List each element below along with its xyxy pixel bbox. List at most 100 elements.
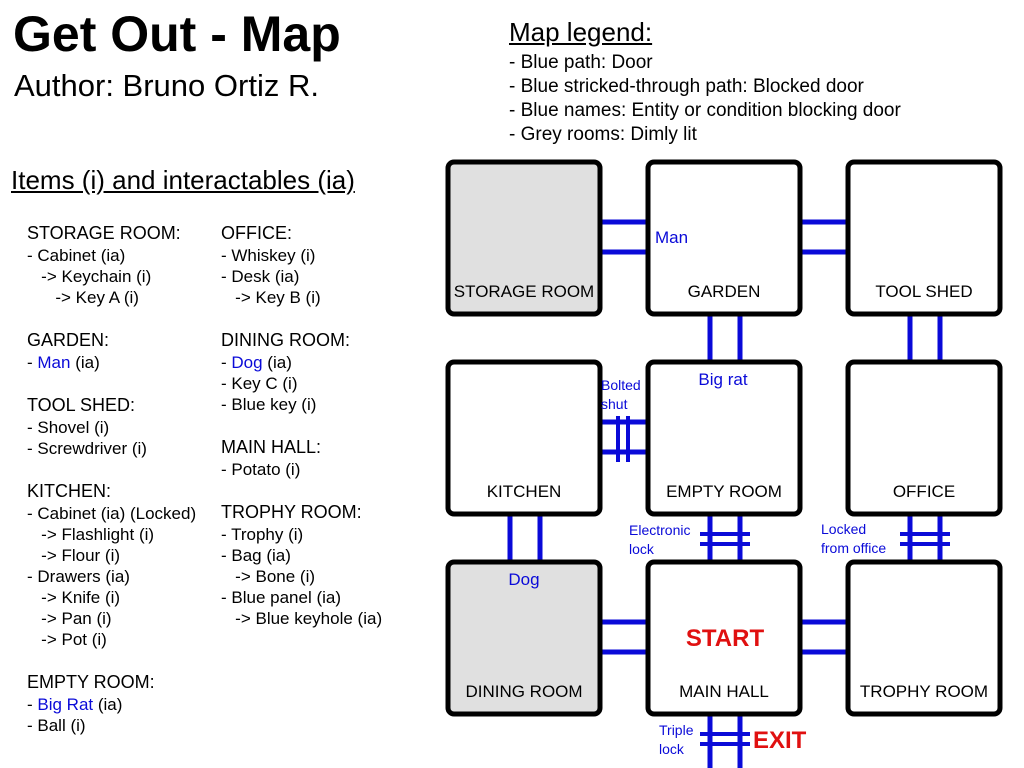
room-tool-shed [845,159,1003,317]
item-line: - Ball (i) [27,715,227,736]
item-text: -> Flashlight (i) [27,525,155,544]
item-text: - Potato (i) [221,460,301,479]
item-line: -> Flour (i) [27,545,227,566]
legend-item-blue-names: - Blue names: Entity or condition blocki… [509,100,901,121]
item-line: -> Keychain (i) [27,266,227,287]
item-line: - Key C (i) [221,373,421,394]
items-section: EMPTY ROOM:- Big Rat (ia)- Ball (i) [27,670,227,736]
section-heading: EMPTY ROOM: [27,672,155,692]
room-label-office: OFFICE [893,482,955,501]
item-text: - Whiskey (i) [221,246,316,265]
room-label-tool-shed: TOOL SHED [875,282,972,301]
room-label-dining-room: DINING ROOM [465,682,582,701]
item-text: - Drawers (ia) [27,567,130,586]
room-label-main-hall: MAIN HALL [679,682,769,701]
room-office [845,359,1003,517]
section-heading: MAIN HALL: [221,437,322,457]
item-line: -> Pan (i) [27,608,227,629]
room-storage-room [445,159,603,317]
item-text: - Screwdriver (i) [27,439,147,458]
note-electronic: Electronic [629,522,690,538]
room-label-storage-room: STORAGE ROOM [454,282,594,301]
item-text: - Trophy (i) [221,525,304,544]
item-text: - Ball (i) [27,716,86,735]
note-shut: shut [601,396,628,412]
item-line: - Screwdriver (i) [27,438,227,459]
item-text: - Cabinet (ia) (Locked) [27,504,197,523]
item-line: - Whiskey (i) [221,245,421,266]
room-label-garden: GARDEN [688,282,761,301]
item-line: -> Bone (i) [221,566,421,587]
item-line: - Bag (ia) [221,545,421,566]
item-text: -> Pan (i) [27,609,112,628]
room-empty-room [645,359,803,517]
items-section: GARDEN:- Man (ia) [27,328,227,373]
room-garden [645,159,803,317]
room-dining-room [445,559,603,717]
items-section: DINING ROOM:- Dog (ia)- Key C (i)- Blue … [221,328,421,415]
author-line: Author: Bruno Ortiz R. [14,68,319,103]
note-triple: Triple [659,722,694,738]
items-section: TROPHY ROOM: - Trophy (i) - Bag (ia) -> Bo… [221,500,421,629]
section-heading: TOOL SHED: [27,395,136,415]
item-text: - Bag (ia) [221,546,291,565]
item-text: - Desk (ia) [221,267,300,286]
page-title: Get Out - Map [13,6,341,62]
item-line: -> Key B (i) [221,287,421,308]
section-heading: KITCHEN: [27,481,112,501]
items-section: OFFICE: - Whiskey (i) - Desk (ia) -> Key B… [221,221,421,308]
item-line: -> Pot (i) [27,629,227,650]
room-main-hall [645,559,803,717]
item-line: - Cabinet (ia) (Locked) [27,503,227,524]
items-section: STORAGE ROOM:- Cabinet (ia) -> Keychain … [27,221,227,308]
items-section: KITCHEN: - Cabinet (ia) (Locked) -> Flash… [27,479,227,650]
item-text: -> Bone (i) [221,567,316,586]
legend-list: - Blue path: Door - Blue stricked-throug… [509,51,901,147]
item-line: - Big Rat (ia) [27,694,227,715]
item-line: - Man (ia) [27,352,227,373]
item-text: -> Flour (i) [27,546,121,565]
section-heading: GARDEN: [27,330,110,350]
item-text: -> Key A (i) [27,288,139,307]
legend-item-blocked-door: - Blue stricked-through path: Blocked do… [509,76,864,97]
legend-title: Map legend: [509,17,653,47]
note-bolted: Bolted [601,377,641,393]
item-text: -> Blue keyhole (ia) [221,609,383,628]
section-heading: OFFICE: [221,223,292,243]
item-text-suffix: (ia) [262,353,292,372]
item-line: - Potato (i) [221,459,421,480]
item-text-suffix: (ia) [70,353,100,372]
blocker-name: Man [37,353,71,372]
item-line: - Cabinet (ia) [27,245,227,266]
exit-label: EXIT [753,727,807,754]
item-text: -> Key B (i) [221,288,321,307]
item-text: - Shovel (i) [27,418,110,437]
item-text: -> Knife (i) [27,588,121,607]
room-trophy-room [845,559,1003,717]
item-line: -> Key A (i) [27,287,227,308]
note-dog: Dog [508,570,539,589]
legend-item-door: - Blue path: Door [509,52,653,73]
item-text-suffix: (ia) [93,695,123,714]
note-man: Man [655,228,688,247]
item-text: - [221,353,232,372]
item-text: - Blue panel (ia) [221,588,342,607]
item-line: - Shovel (i) [27,417,227,438]
item-line: - Blue key (i) [221,394,421,415]
items-column-right: OFFICE: - Whiskey (i) - Desk (ia) -> Key B… [221,221,421,649]
section-heading: TROPHY ROOM: [221,502,362,522]
blocker-name: Big Rat [37,695,94,714]
item-line: -> Blue keyhole (ia) [221,608,421,629]
items-section: MAIN HALL: - Potato (i) [221,435,421,480]
room-label-kitchen: KITCHEN [487,482,562,501]
item-text: -> Keychain (i) [27,267,152,286]
item-text: - [27,695,38,714]
item-text: - [27,353,38,372]
section-heading: STORAGE ROOM: [27,223,181,243]
room-kitchen [445,359,603,517]
item-line: - Dog (ia) [221,352,421,373]
item-text: -> Pot (i) [27,630,107,649]
section-heading: DINING ROOM: [221,330,350,350]
items-title: Items (i) and interactables (ia) [11,165,355,195]
